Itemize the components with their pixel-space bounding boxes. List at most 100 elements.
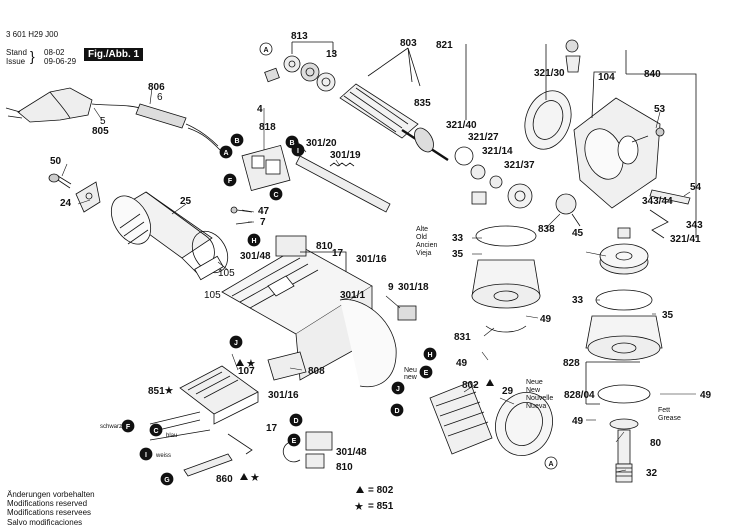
callout-321-41: 321/41 [670,234,701,245]
svg-text:new: new [404,374,418,381]
o-ring-33-right [595,289,653,311]
bearing-flange-old [471,225,541,333]
callout-80: 80 [650,438,662,449]
field-coil-802 [429,381,493,455]
svg-text:F: F [228,178,233,185]
stand-date: 08-02 [44,48,65,57]
callout-13: 13 [326,49,338,60]
neu-new-label: Neu new [404,367,418,381]
svg-text:G: G [164,477,170,484]
svg-text:Fett: Fett [658,407,670,414]
callout-6: 6 [157,92,163,103]
svg-text:Ancien: Ancien [416,242,438,249]
legend-star-ref: = 851 [368,501,394,512]
svg-text:J: J [396,386,400,393]
svg-text:B: B [234,138,239,145]
svg-text:D: D [293,418,298,425]
footer-line-de: Änderungen vorbehalten [7,490,95,499]
svg-text:Alte: Alte [416,226,428,233]
callout-851: 851 [148,386,165,397]
plug-9 [397,305,417,321]
footer-line-fr: Modifications reservees [7,508,92,518]
bearing-321-14 [489,175,503,189]
svg-text:A: A [223,150,228,157]
callout-813: 813 [291,31,308,42]
svg-text:B: B [289,140,294,147]
guard-29 [495,392,553,456]
motor-housing-301-1 [221,245,397,388]
bevel-gear [599,243,649,275]
callout-5: 5 [100,116,106,127]
callout-301-20: 301/20 [306,138,337,149]
callout-50: 50 [50,156,62,167]
ring-small [471,191,487,205]
callout-860: 860 [216,474,233,485]
flange-828-04 [597,384,651,404]
brace-icon: } [30,48,35,64]
cable-sleeve [135,103,187,129]
footer-line-es: Salvo modificaciones [7,517,83,527]
screw-47 [230,206,253,214]
callout-806: 806 [148,82,165,93]
brush-holder [241,144,291,192]
callout-808: 808 [308,366,325,377]
callout-47: 47 [258,206,270,217]
callout-301-48: 301/48 [240,251,271,262]
svg-text:New: New [526,387,541,394]
callout-301-1: 301/1 [340,290,365,301]
power-cable [91,103,141,109]
svg-text:Nouvelle: Nouvelle [526,395,553,402]
neue-new-label: Neue New Nouvelle Nueva [526,379,553,410]
footer-line-en: Modifications reserved [7,499,88,509]
callout-9: 9 [388,282,394,293]
power-plug [5,87,93,123]
armature-803 [339,83,449,162]
bearing-321-37 [507,183,533,209]
star-icon: ★ [246,357,256,370]
footer-notes: Änderungen vorbehalten Modifications res… [7,490,95,527]
spring-301-19 [329,162,355,167]
callout-803: 803 [400,38,417,49]
callout-810: 810 [316,241,333,252]
callout-343: 343 [686,220,703,231]
callout-33b: 33 [572,295,584,306]
issue-date: 09-06-29 [44,57,77,66]
triangle-icon [356,486,364,493]
callout-821: 821 [436,40,453,51]
svg-text:Neu: Neu [404,367,417,374]
star-icon: ★ [164,384,174,397]
callout-831: 831 [454,332,471,343]
spring-ring [264,67,280,83]
callout-25: 25 [180,196,192,207]
spindle-lock-104 [565,39,581,73]
svg-text:C: C [273,192,278,199]
svg-text:A: A [548,461,553,468]
callout-33a: 33 [452,233,464,244]
svg-text:F: F [126,424,131,431]
svg-text:J: J [234,340,238,347]
legend-text: = 802 = 851 [368,485,394,512]
issue-label: Issue [6,57,26,66]
svg-text:Neue: Neue [526,379,543,386]
svg-text:A: A [263,47,268,54]
callout-301-16b: 301/16 [268,390,299,401]
svg-text:H: H [427,352,432,359]
circle-letters: A B A B I F C H J H E J D F C I G D E A [126,47,554,484]
callout-49b: 49 [456,358,468,369]
callout-29: 29 [502,386,514,397]
svg-text:H: H [251,238,256,245]
callout-107: 107 [238,366,255,377]
wire-connectors-860 [183,433,253,477]
lever-343 [649,189,691,239]
lower-switch-block [282,431,333,469]
switch-rod-301-20 [295,155,391,213]
callout-835: 835 [414,98,431,109]
ref-symbols [236,359,494,493]
callout-321-14: 321/14 [482,146,513,157]
pin-321-41 [617,227,631,239]
star-icon: ★ [250,471,260,484]
leader-lines [61,87,696,473]
callout-17: 17 [332,248,344,259]
triangle-icon [240,473,248,480]
